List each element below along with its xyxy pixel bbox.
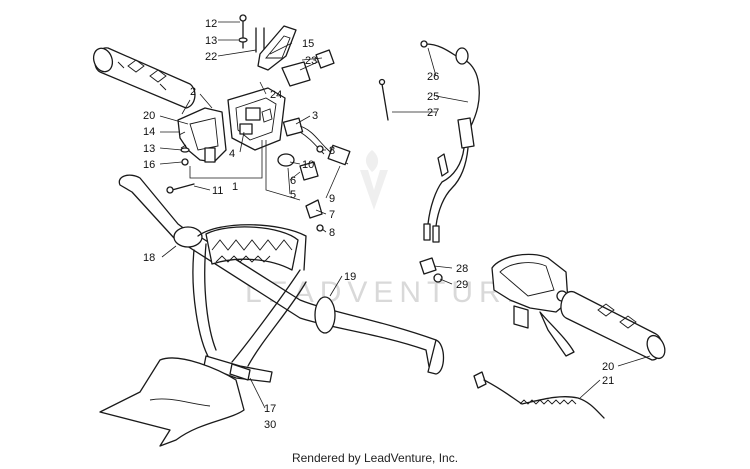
leader-lines bbox=[159, 21, 651, 409]
callout-27: 27 bbox=[427, 107, 439, 119]
switch-housing-right bbox=[227, 87, 286, 151]
callout-18: 18 bbox=[143, 252, 155, 264]
callout-19: 19 bbox=[344, 271, 356, 283]
throttle-housing bbox=[491, 253, 575, 357]
bar-pad-bottom bbox=[99, 357, 245, 447]
callout-20-left: 20 bbox=[143, 110, 155, 122]
callout-30: 30 bbox=[264, 419, 276, 431]
callouts: 12 13 22 15 23 24 2 3 20 14 13 16 4 10 8… bbox=[143, 18, 614, 431]
callout-22: 22 bbox=[205, 51, 217, 63]
callout-4: 4 bbox=[229, 148, 235, 160]
right-grip bbox=[560, 291, 666, 361]
callout-7: 7 bbox=[329, 209, 335, 221]
throttle-cable bbox=[378, 40, 480, 283]
callout-25: 25 bbox=[427, 91, 439, 103]
callout-6: 6 bbox=[290, 175, 296, 187]
callout-13-top: 13 bbox=[205, 35, 217, 47]
callout-10: 10 bbox=[302, 159, 314, 171]
top-bracket bbox=[238, 14, 335, 87]
callout-28: 28 bbox=[456, 263, 468, 275]
callout-8-top: 8 bbox=[329, 145, 335, 157]
handlebar bbox=[118, 174, 445, 383]
switch-module bbox=[277, 117, 351, 232]
watermark-logo bbox=[360, 150, 388, 210]
callout-29: 29 bbox=[456, 279, 468, 291]
callout-17: 17 bbox=[264, 403, 276, 415]
callout-12: 12 bbox=[205, 18, 217, 30]
callout-3: 3 bbox=[312, 110, 318, 122]
callout-24: 24 bbox=[270, 89, 282, 101]
grip-harness bbox=[473, 371, 605, 419]
callout-20-right: 20 bbox=[602, 361, 614, 373]
callout-8-bottom: 8 bbox=[329, 227, 335, 239]
callout-21: 21 bbox=[602, 375, 614, 387]
footer-credit: Rendered by LeadVenture, Inc. bbox=[291, 451, 459, 465]
callout-13-left: 13 bbox=[143, 143, 155, 155]
left-fasteners bbox=[166, 147, 195, 194]
callout-23: 23 bbox=[305, 55, 317, 67]
callout-14: 14 bbox=[143, 126, 155, 138]
callout-2: 2 bbox=[190, 86, 196, 98]
callout-11: 11 bbox=[212, 185, 223, 197]
switch-housing-left bbox=[177, 107, 227, 163]
callout-15: 15 bbox=[302, 38, 314, 50]
left-grip bbox=[92, 47, 196, 109]
callout-5: 5 bbox=[290, 189, 296, 201]
callout-9: 9 bbox=[329, 193, 335, 205]
callout-26: 26 bbox=[427, 71, 439, 83]
callout-16: 16 bbox=[143, 159, 155, 171]
callout-1: 1 bbox=[232, 181, 238, 193]
